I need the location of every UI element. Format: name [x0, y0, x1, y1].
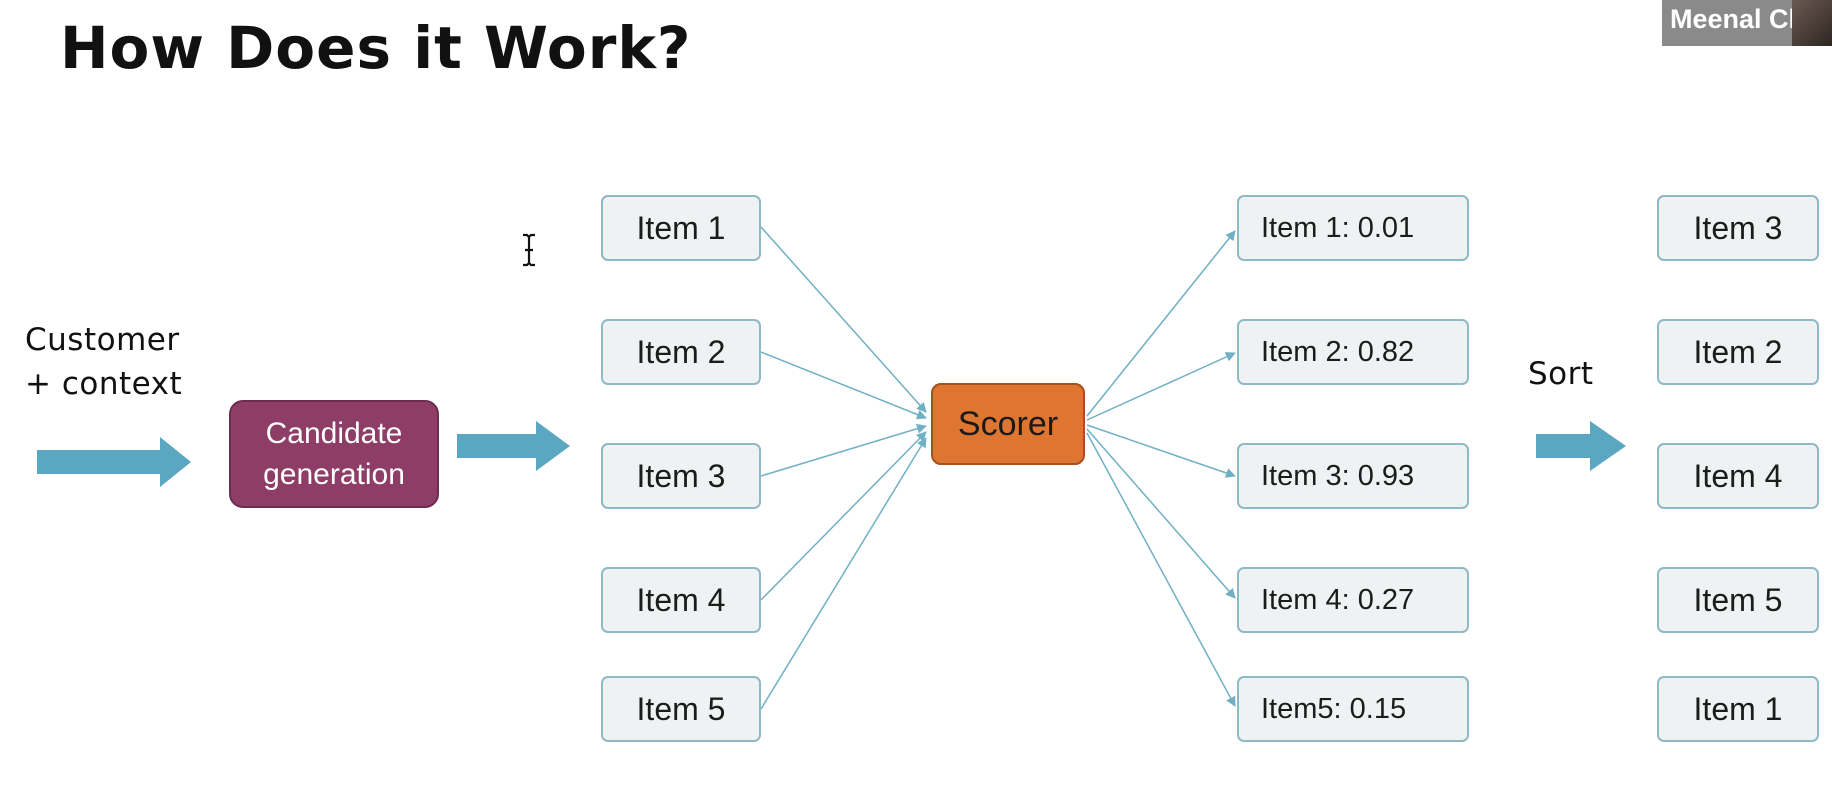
slide-title: How Does it Work? — [60, 14, 692, 82]
connector-item-5 — [760, 437, 927, 710]
sorted-item-5: Item 1 — [1657, 676, 1819, 742]
scored-item-5: Item5: 0.15 — [1237, 676, 1469, 742]
candidate-generation-box: Candidate generation — [229, 400, 439, 508]
connector-score-1 — [1086, 230, 1236, 417]
participant-camera-thumbnail — [1792, 0, 1832, 46]
candidate-item-3: Item 3 — [601, 443, 761, 509]
scored-item-1: Item 1: 0.01 — [1237, 195, 1469, 261]
candidate-item-2: Item 2 — [601, 319, 761, 385]
candidate-line-2: generation — [263, 458, 405, 491]
sorted-item-4: Item 5 — [1657, 567, 1819, 633]
connector-item-1 — [760, 226, 927, 413]
input-label-context: + context — [25, 366, 183, 402]
candidate-item-1: Item 1 — [601, 195, 761, 261]
input-label-customer: Customer — [25, 322, 180, 358]
connector-item-2 — [760, 351, 927, 420]
sorted-item-3: Item 4 — [1657, 443, 1819, 509]
scorer-box: Scorer — [931, 383, 1085, 465]
input-label: Customer + context — [25, 318, 182, 406]
connector-item-3 — [760, 423, 927, 477]
scored-item-4: Item 4: 0.27 — [1237, 567, 1469, 633]
connector-score-4 — [1086, 428, 1236, 599]
sorted-item-1: Item 3 — [1657, 195, 1819, 261]
input-arrow — [37, 437, 191, 487]
candidates-arrow — [457, 421, 570, 471]
candidate-line-1: Candidate — [265, 417, 403, 450]
connector-score-2 — [1086, 352, 1236, 421]
scored-item-2: Item 2: 0.82 — [1237, 319, 1469, 385]
scored-item-3: Item 3: 0.93 — [1237, 443, 1469, 509]
connector-item-4 — [760, 431, 927, 601]
connector-score-3 — [1086, 424, 1236, 478]
candidate-item-5: Item 5 — [601, 676, 761, 742]
sort-label: Sort — [1528, 356, 1594, 392]
sorted-item-2: Item 2 — [1657, 319, 1819, 385]
connector-score-5 — [1086, 432, 1236, 707]
participant-video-tile[interactable]: Meenal Chha — [1662, 0, 1832, 46]
sort-arrow — [1536, 421, 1626, 471]
candidate-item-4: Item 4 — [601, 567, 761, 633]
text-cursor-icon — [523, 233, 535, 267]
